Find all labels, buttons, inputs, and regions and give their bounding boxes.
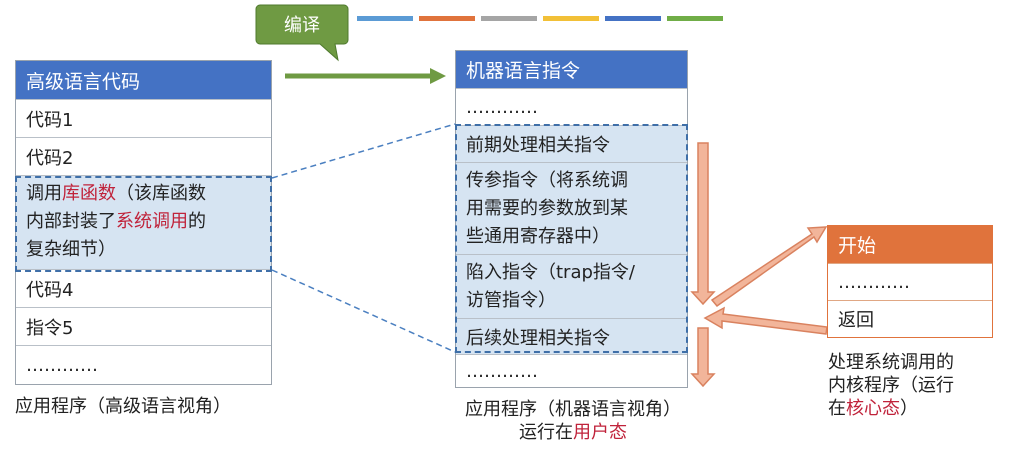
library-call-highlight <box>15 176 272 272</box>
library-note-text-2: 内部封装了 <box>26 211 116 232</box>
close-paren-text: ） <box>900 398 918 419</box>
param-passing-row: 传参指令（将系统调 用需要的参数放到某 些通用寄存器中） <box>456 162 687 254</box>
middle-caption-line1: 应用程序（机器语言视角） <box>465 399 681 420</box>
runs-in-text: 运行在 <box>519 422 573 443</box>
kernel-mode-text: 核心态 <box>846 398 900 419</box>
param-text-2: 用需要的参数放到某 <box>466 198 628 219</box>
trap-to-kernel-arrow <box>710 226 828 308</box>
middle-caption: 应用程序（机器语言视角） 运行在用户态 <box>418 398 728 444</box>
machine-ellipsis-row-top: ………… <box>456 88 687 125</box>
trap-instruction-row: 陷入指令（trap指令/ 访管指令） <box>456 254 687 318</box>
color-bar-5 <box>605 16 661 21</box>
color-bar-3 <box>481 16 537 21</box>
right-caption: 处理系统调用的 内核程序（运行 在核心态） <box>828 351 954 420</box>
return-arrow <box>703 306 828 335</box>
code-row-2: 代码2 <box>16 137 271 175</box>
library-call-row: 调用库函数（该库函数 内部封装了系统调用的 复杂细节） <box>16 175 271 269</box>
middle-caption-line2: 运行在用户态 <box>418 421 728 444</box>
pre-processing-row: 前期处理相关指令 <box>456 125 687 162</box>
left-caption: 应用程序（高级语言视角） <box>15 396 231 417</box>
color-bar-strip <box>357 16 723 21</box>
high-level-code-table: 高级语言代码 代码1 代码2 调用库函数（该库函数 内部封装了系统调用的 复杂细… <box>15 60 272 385</box>
instruction-row-5: 指令5 <box>16 307 271 345</box>
flow-down-arrow-2 <box>690 327 716 388</box>
high-level-code-header: 高级语言代码 <box>16 61 271 99</box>
kernel-start-header: 开始 <box>828 226 992 263</box>
kernel-program-table: 开始 ………… 返回 <box>827 225 993 338</box>
machine-code-header: 机器语言指令 <box>456 51 687 88</box>
param-text-1: 传参指令（将系统调 <box>466 170 628 191</box>
flow-down-arrow-1 <box>690 142 716 306</box>
right-caption-line2: 内核程序（运行 <box>828 375 954 396</box>
right-caption-line3: 在核心态） <box>828 397 954 420</box>
machine-code-table: 机器语言指令 ………… 前期处理相关指令 传参指令（将系统调 用需要的参数放到某… <box>455 50 688 388</box>
in-text: 在 <box>828 398 846 419</box>
compile-bubble <box>255 4 349 62</box>
machine-ellipsis-row-bottom: ………… <box>456 354 687 387</box>
library-note-text-3: 的 <box>188 211 206 232</box>
color-bar-6 <box>667 16 723 21</box>
post-processing-row: 后续处理相关指令 <box>456 318 687 354</box>
connector-top <box>271 123 456 179</box>
compile-arrowhead <box>430 68 446 84</box>
library-note-text: （该库函数 <box>116 183 206 204</box>
color-bar-1 <box>357 16 413 21</box>
system-call-text: 系统调用 <box>116 211 188 232</box>
kernel-return-row: 返回 <box>828 300 992 337</box>
library-note-text-4: 复杂细节） <box>26 239 116 260</box>
right-caption-line1: 处理系统调用的 <box>828 352 954 373</box>
trap-text-2: 访管指令） <box>466 290 556 311</box>
kernel-ellipsis-row: ………… <box>828 263 992 300</box>
compile-label: 编译 <box>284 15 320 36</box>
color-bar-4 <box>543 16 599 21</box>
call-text: 调用 <box>26 183 62 204</box>
user-mode-text: 用户态 <box>573 422 627 443</box>
ellipsis-row: ………… <box>16 345 271 384</box>
system-call-instructions-highlight <box>455 124 688 353</box>
code-row-4: 代码4 <box>16 269 271 307</box>
code-row-1: 代码1 <box>16 99 271 137</box>
color-bar-2 <box>419 16 475 21</box>
connector-bottom <box>271 269 456 353</box>
trap-text-1: 陷入指令（trap指令/ <box>466 262 635 283</box>
library-function-text: 库函数 <box>62 183 116 204</box>
param-text-3: 些通用寄存器中） <box>466 226 610 247</box>
